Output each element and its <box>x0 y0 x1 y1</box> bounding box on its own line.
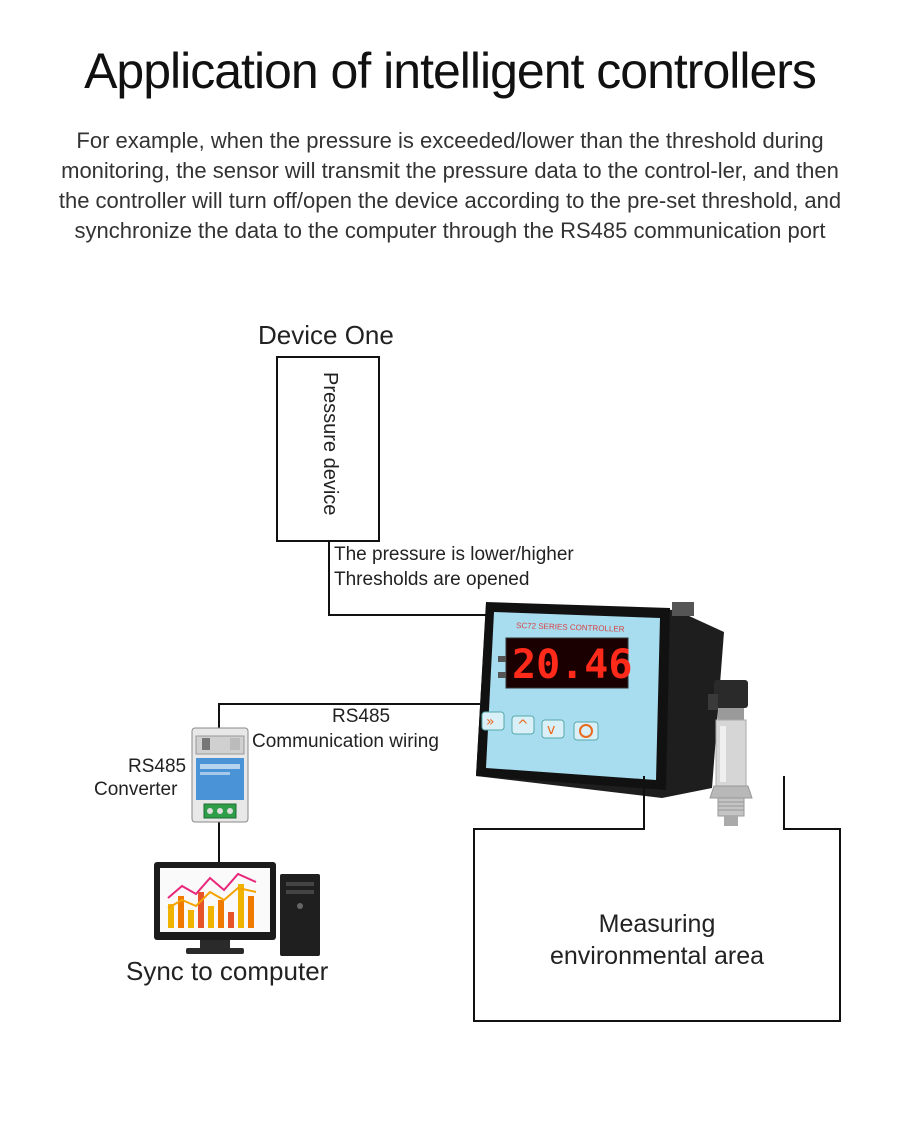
rs485-line-h <box>218 703 480 705</box>
controller-image: SC72 SERIES CONTROLLER 20.46 » ^ v <box>476 602 724 798</box>
measuring-area-line1: Measuring <box>598 910 716 938</box>
controller-display-value: 20.46 <box>512 642 632 688</box>
pressure-device-label: Pressure device <box>319 372 341 516</box>
svg-text:^: ^ <box>517 718 529 734</box>
converter-computer-line <box>218 822 220 868</box>
measuring-area-wall-left <box>643 776 645 830</box>
measuring-area-opening <box>645 826 783 831</box>
rs485-wiring-line2: Communication wiring <box>252 731 439 752</box>
threshold-note-line2: Thresholds are opened <box>334 569 530 590</box>
rs485-converter-image <box>191 727 249 823</box>
threshold-note-line1: The pressure is lower/higher <box>334 544 574 565</box>
page-title: Application of intelligent controllers <box>84 43 817 99</box>
device-controller-line-h <box>328 614 492 616</box>
svg-text:v: v <box>547 722 555 738</box>
description-text: For example, when the pressure is exceed… <box>58 128 842 243</box>
controller-brand-text: SC72 SERIES CONTROLLER <box>516 621 625 634</box>
converter-label-line1: RS485 <box>128 756 187 777</box>
sync-computer-label: Sync to computer <box>126 956 329 986</box>
measuring-area-line2: environmental area <box>549 942 764 970</box>
computer-image <box>154 862 320 956</box>
pressure-device-box: Pressure device <box>276 356 380 542</box>
rs485-wiring-line1: RS485 <box>332 706 391 727</box>
measuring-area-box: Measuring environmental area <box>473 828 841 1022</box>
device-one-heading: Device One <box>258 320 394 350</box>
svg-text:»: » <box>486 714 495 730</box>
pressure-sensor-image <box>708 680 753 828</box>
rs485-line-v <box>218 703 220 735</box>
device-controller-line-v <box>328 542 330 616</box>
converter-label-line2: Converter <box>94 779 178 800</box>
measuring-area-wall-right <box>783 776 785 830</box>
